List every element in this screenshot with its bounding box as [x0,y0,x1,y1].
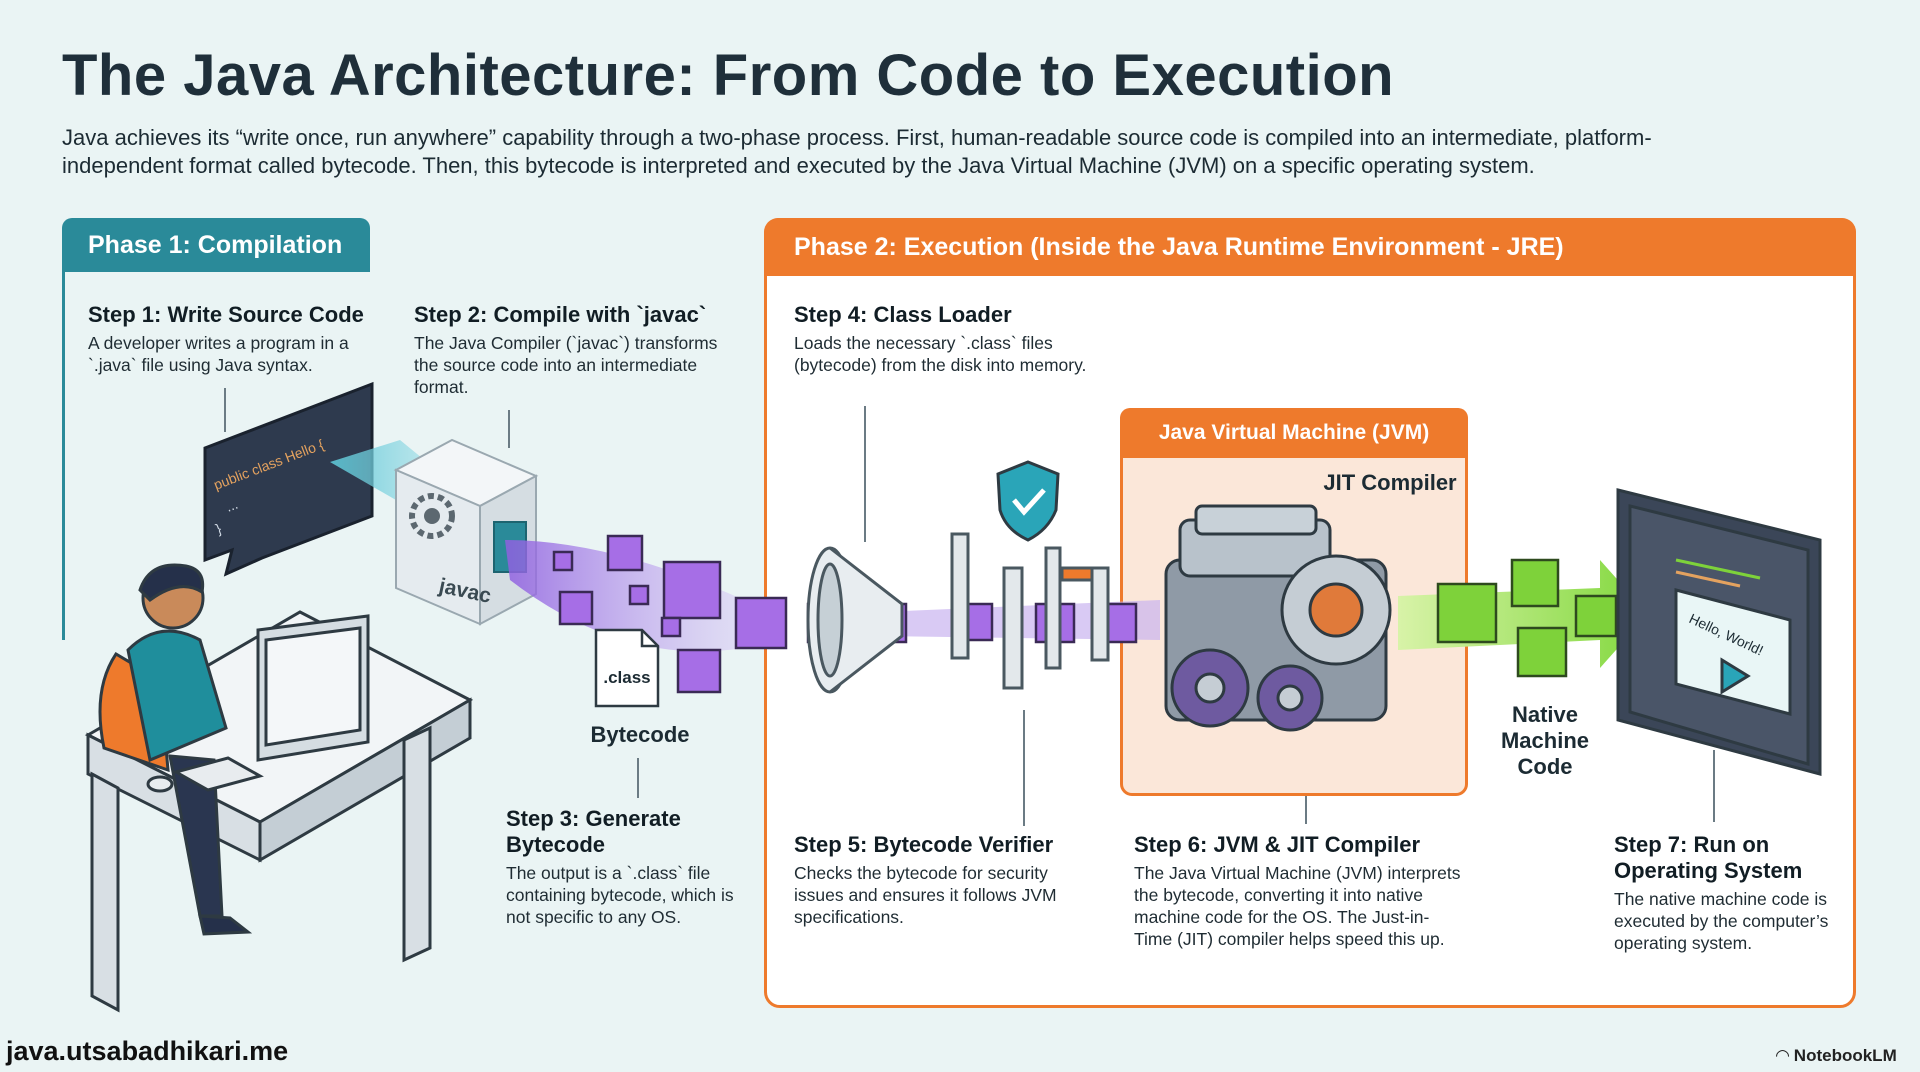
step-6-desc: The Java Virtual Machine (JVM) interpret… [1134,863,1461,949]
step-2: Step 2: Compile with `javac` The Java Co… [414,302,724,398]
step-4-desc: Loads the necessary `.class` files (byte… [794,333,1087,375]
step-1-desc: A developer writes a program in a `.java… [88,333,349,375]
phase1-divider [62,272,65,640]
step-4: Step 4: Class Loader Loads the necessary… [794,302,1094,376]
phase2-header: Phase 2: Execution (Inside the Java Runt… [764,218,1856,276]
bytecode-label: Bytecode [590,722,690,747]
class-file-icon [594,628,660,708]
step-5-desc: Checks the bytecode for security issues … [794,863,1057,927]
step-2-desc: The Java Compiler (`javac`) transforms t… [414,333,718,397]
os-monitor-icon [1616,488,1822,776]
class-loader-funnel-icon [806,546,904,694]
step-5: Step 5: Bytecode Verifier Checks the byt… [794,832,1084,928]
notebooklm-brand: ◠ NotebookLM [1776,1046,1897,1066]
step-5-title: Step 5: Bytecode Verifier [794,832,1054,857]
step-3: Step 3: Generate Bytecode The output is … [506,806,756,928]
site-url: java.utsabadhikari.me [6,1036,289,1066]
step-3-desc: The output is a `.class` file containing… [506,863,734,927]
step-2-title: Step 2: Compile with `javac` [414,302,707,327]
step-4-title: Step 4: Class Loader [794,302,1012,327]
jvm-engine-icon [1164,504,1392,732]
page-title: The Java Architecture: From Code to Exec… [62,43,1395,108]
developer-desk-illustration [84,563,474,1013]
step-7: Step 7: Run on Operating System The nati… [1614,832,1844,954]
native-code-label: Native Machine Code [1500,702,1590,779]
notebooklm-icon: ◠ [1776,1046,1794,1065]
notebooklm-label: NotebookLM [1793,1046,1897,1065]
phase1-header: Phase 1: Compilation [62,218,370,272]
step-7-title: Step 7: Run on Operating System [1614,832,1803,883]
step-6: Step 6: JVM & JIT Compiler The Java Virt… [1134,832,1464,950]
intro-paragraph: Java achieves its “write once, run anywh… [62,125,1652,178]
verifier-gates-icon [950,532,1110,690]
native-code-cubes [1436,558,1618,678]
step-3-title: Step 3: Generate Bytecode [506,806,681,857]
step-6-title: Step 6: JVM & JIT Compiler [1134,832,1421,857]
code-line-3: } [213,520,223,537]
class-file-label: .class [603,668,650,687]
jit-compiler-label: JIT Compiler [1323,470,1457,495]
step-1: Step 1: Write Source Code A developer wr… [88,302,384,376]
jvm-header: Java Virtual Machine (JVM) [1120,408,1468,458]
step-1-title: Step 1: Write Source Code [88,302,364,327]
step-7-desc: The native machine code is executed by t… [1614,889,1829,953]
connector-lines [224,388,1715,826]
shield-check-icon [996,460,1060,542]
code-line-2: ... [223,496,240,515]
code-bubble-icon [203,381,374,577]
